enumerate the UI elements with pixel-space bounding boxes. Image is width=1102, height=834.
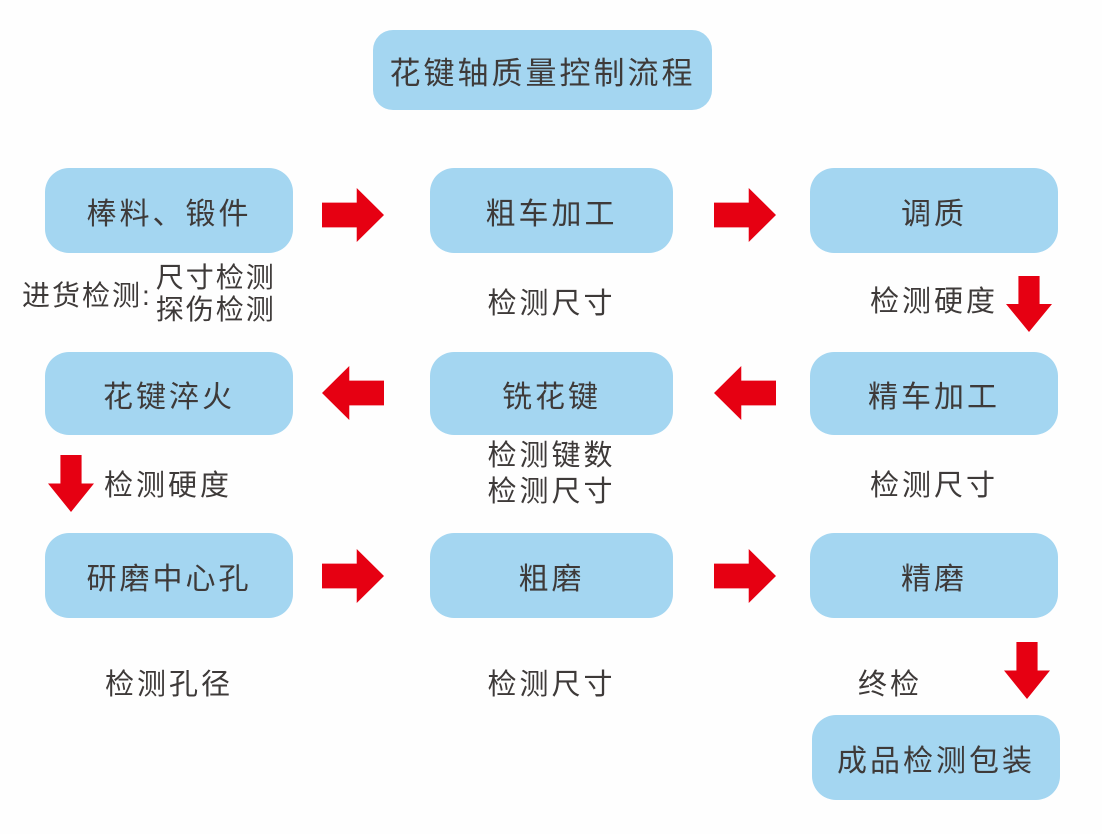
arrow-left-icon: [714, 366, 776, 420]
node-grind-center-hole: 研磨中心孔: [45, 533, 293, 618]
label-incoming-inspection: 进货检测: 尺寸检测 探伤检测: [22, 260, 276, 328]
node-mill-spline: 铣花键: [430, 352, 673, 435]
label-after-grind-center-hole: 检测孔径: [104, 669, 233, 701]
node-raw-material: 棒料、锻件: [45, 168, 293, 253]
label-dimension-inspection: 检测尺寸: [487, 476, 616, 508]
arrow-right-icon: [714, 549, 776, 603]
label-dimension-inspection: 尺寸检测: [155, 262, 276, 293]
node-final-pack: 成品检测包装: [812, 715, 1060, 800]
label-after-rough-turning: 检测尺寸: [487, 288, 616, 320]
label-after-spline-quench: 检测硬度: [104, 470, 233, 502]
arrow-right-icon: [322, 188, 384, 242]
node-title: 花键轴质量控制流程: [373, 30, 712, 110]
label-flaw-inspection: 探伤检测: [155, 294, 276, 325]
arrow-down-icon: [48, 455, 94, 512]
label-after-fine-turning: 检测尺寸: [869, 470, 998, 502]
label-after-mill-spline: 检测键数 检测尺寸: [430, 438, 673, 510]
label-after-rough-grind: 检测尺寸: [487, 669, 616, 701]
node-rough-grind: 粗磨: [430, 533, 673, 618]
label-after-quench-temper: 检测硬度: [869, 286, 998, 318]
label-incoming-prefix: 进货检测:: [22, 280, 152, 311]
node-fine-turning: 精车加工: [810, 352, 1058, 435]
node-quench-temper: 调质: [810, 168, 1058, 253]
arrow-left-icon: [322, 366, 384, 420]
label-key-count-inspection: 检测键数: [487, 440, 616, 472]
arrow-down-icon: [1004, 642, 1050, 699]
arrow-right-icon: [322, 549, 384, 603]
node-fine-grind: 精磨: [810, 533, 1058, 618]
node-rough-turning: 粗车加工: [430, 168, 673, 253]
label-final-inspection: 终检: [857, 669, 922, 701]
label-incoming-items: 尺寸检测 探伤检测: [156, 262, 276, 326]
arrow-right-icon: [714, 188, 776, 242]
node-spline-quench: 花键淬火: [45, 352, 293, 435]
